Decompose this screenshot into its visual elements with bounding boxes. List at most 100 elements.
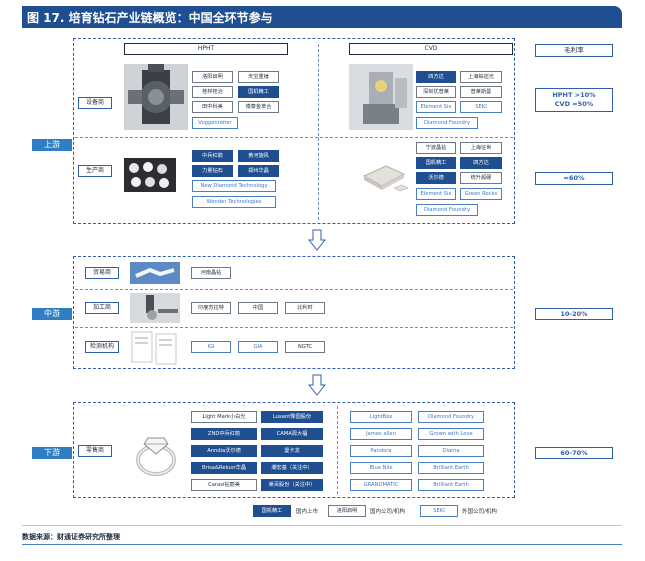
- hpht-equipment-4: 国机精工: [238, 86, 279, 98]
- retailer-label: 零售商: [78, 445, 112, 457]
- cvd-producer-6: 统升超硬: [460, 172, 502, 184]
- cvd-equipment-2: 上海铂迩光: [460, 71, 502, 83]
- retailer-foreign-1: LightBox: [350, 411, 412, 423]
- retailer-domestic-7: Brisa&Reluor华晶: [191, 462, 257, 474]
- retailer-domestic-8: 潮宏基（关注中）: [261, 462, 323, 474]
- hpht-equipment-5: 田中科美: [192, 101, 233, 113]
- cvd-equipment-1: 四方达: [416, 71, 456, 83]
- hpht-equipment-3: 桂林桂冶: [192, 86, 233, 98]
- upstream-divider-vertical: [318, 44, 319, 220]
- margin-equipment: HPHT >10% CVD ≈50%: [535, 88, 613, 112]
- retailer-foreign-8: Brilliant Earth: [418, 462, 484, 474]
- retailer-domestic-9: Carasi钻丽美: [191, 479, 257, 491]
- legend-text-listed: 国内上市: [296, 509, 319, 515]
- cvd-producer-5: 沃尔德: [416, 172, 456, 184]
- margin-downstream: 60-70%: [535, 447, 613, 459]
- hpht-producer-5: New Diamond Technology: [192, 180, 276, 192]
- footer-rule-bottom: [22, 544, 622, 545]
- tester-1: IGI: [191, 341, 231, 353]
- cvd-producer-9: Diamond Foundry: [416, 204, 478, 216]
- cvd-title: CVD: [349, 43, 513, 55]
- diamond-ring-photo: [136, 437, 176, 476]
- retailer-foreign-6: Diama: [418, 445, 484, 457]
- processor-2: 中国: [238, 302, 278, 314]
- tester-2: GIA: [238, 341, 278, 353]
- down-arrow-1: [308, 229, 326, 251]
- hpht-producer-1: 中兵红箭: [192, 150, 233, 162]
- retailer-domestic-5: Anndia沃尔德: [191, 445, 257, 457]
- footer-rule-top: [22, 525, 622, 526]
- cvd-producer-1: 宁波晶钻: [416, 142, 456, 154]
- hpht-producer-4: 郑州华晶: [238, 165, 279, 177]
- retailer-domestic-4: CAMA周大福: [261, 428, 323, 440]
- hpht-crystals-photo: [124, 158, 176, 192]
- certificates-photo: [131, 331, 177, 365]
- margin-producer: ≈60%: [535, 172, 613, 185]
- cvd-equipment-3: 深圳优普莱: [416, 86, 456, 98]
- retailer-foreign-7: Blue Nile: [350, 462, 412, 474]
- midstream-divider-1: [75, 289, 513, 290]
- legend-text-domestic: 国内公司/机构: [370, 509, 405, 515]
- stage-midstream-tag: 中游: [32, 308, 72, 320]
- margin-hpht: HPHT >10%: [552, 91, 596, 99]
- hpht-title: HPHT: [124, 43, 288, 55]
- upstream-divider-horizontal: [75, 137, 513, 138]
- midstream-divider-2: [75, 327, 513, 328]
- hpht-equipment-2: 天宝重锤: [238, 71, 279, 83]
- hpht-equipment-7: Voggenreiter: [192, 117, 238, 129]
- retailer-domestic-1: Light Mark小白光: [191, 411, 257, 423]
- producer-label: 生产商: [78, 165, 112, 177]
- cvd-producer-7: Element Six: [416, 188, 456, 200]
- retailer-domestic-2: Lusant豫园股份: [261, 411, 323, 423]
- retailer-domestic-10: 莱百股份（关注中）: [261, 479, 323, 491]
- legend-text-foreign: 外国公司/机构: [462, 509, 497, 515]
- stage-upstream-tag: 上游: [32, 139, 72, 151]
- cvd-equipment-7: Diamond Foundry: [416, 117, 478, 129]
- legend-sample-domestic: 洛阳启明: [328, 505, 366, 517]
- cvd-equipment-4: 普莱斯曼: [460, 86, 502, 98]
- retailer-foreign-2: Diamond Foundry: [418, 411, 484, 423]
- midstream-section: [73, 256, 515, 369]
- handshake-photo: [130, 262, 180, 284]
- retailer-foreign-10: Brilliant Earth: [418, 479, 484, 491]
- margin-cvd: CVD ≈50%: [554, 100, 594, 108]
- legend-sample-listed: 国机精工: [253, 505, 291, 517]
- retailer-foreign-5: Pandora: [350, 445, 412, 457]
- equipment-label: 设备商: [78, 97, 112, 109]
- cvd-producer-2: 上海征世: [460, 142, 502, 154]
- down-arrow-2: [308, 374, 326, 396]
- cvd-producer-8: Green Rocks: [460, 188, 502, 200]
- cvd-equipment-6: SEKI: [460, 101, 502, 113]
- downstream-divider: [337, 406, 338, 494]
- trader-1: 河南晶钻: [191, 267, 231, 279]
- hpht-producer-3: 力量钻石: [192, 165, 233, 177]
- retailer-domestic-3: ZND中兵红箭: [191, 428, 257, 440]
- hpht-producer-6: Wonder Technologies: [192, 196, 276, 208]
- cvd-producer-3: 国机精工: [416, 157, 456, 169]
- cvd-producer-4: 四方达: [460, 157, 502, 169]
- retailer-domestic-6: 曼卡龙: [261, 445, 323, 457]
- margin-title: 毛利率: [535, 44, 613, 57]
- figure-title: 图 17. 培育钻石产业链概览：中国全环节参与: [27, 11, 273, 25]
- processor-label: 加工商: [85, 302, 119, 314]
- hpht-press-photo: [124, 64, 188, 130]
- retailer-foreign-4: Grown with Love: [418, 428, 484, 440]
- downstream-section: [73, 402, 515, 498]
- source-note: 数据来源：财通证券研究所整理: [22, 533, 120, 541]
- cvd-plates-photo: [362, 165, 409, 192]
- processor-1: 印度苏拉特: [191, 302, 231, 314]
- stage-downstream-tag: 下游: [32, 447, 72, 459]
- hpht-producer-2: 黄河旋风: [238, 150, 279, 162]
- testing-label: 检测机构: [85, 341, 119, 353]
- tester-3: NGTC: [285, 341, 325, 353]
- hpht-equipment-1: 洛阳启明: [192, 71, 233, 83]
- processor-3: 比利时: [285, 302, 325, 314]
- retailer-foreign-9: GRANDMATIC: [350, 479, 412, 491]
- polishing-photo: [130, 293, 180, 323]
- legend-sample-foreign: SEKI: [420, 505, 458, 517]
- cvd-reactor-photo: [349, 64, 413, 130]
- trader-label: 贸易商: [85, 267, 119, 279]
- figure-header: 图 17. 培育钻石产业链概览：中国全环节参与: [22, 6, 622, 28]
- cvd-equipment-5: Element Six: [416, 101, 456, 113]
- retailer-foreign-3: James allen: [350, 428, 412, 440]
